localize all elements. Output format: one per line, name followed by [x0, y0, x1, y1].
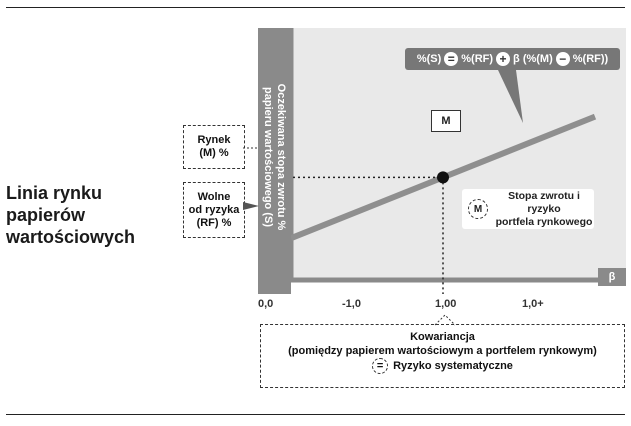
covariance-pointer [434, 314, 456, 326]
x-tick-1: -1,0 [342, 298, 361, 310]
equals-icon: = [444, 52, 459, 66]
formula-pointer [498, 70, 523, 123]
plot-background [291, 28, 626, 280]
market-portfolio-point [437, 171, 449, 184]
page-title: Linia rynku papierów wartościowych [6, 183, 136, 247]
covariance-title: Kowariancja [410, 331, 475, 343]
market-point-label: M [431, 110, 461, 132]
y-axis-label: Oczekiwana stopa zwrotu % papieru wartoś… [262, 83, 287, 231]
plus-icon: + [496, 52, 511, 66]
formula-term1: %(RF) [461, 53, 494, 65]
formula-term2: β (%(M) [513, 53, 553, 65]
y-axis-label-band [258, 28, 291, 294]
equals-icon: = [372, 358, 389, 374]
bottom-rule [6, 414, 625, 415]
beta-axis-label: β [598, 268, 626, 286]
covariance-desc: (pomiędzy papierem wartościowym a portfe… [288, 345, 597, 357]
market-portfolio-note-text: Stopa zwrotu i ryzyko portfela rynkowego [495, 189, 593, 228]
covariance-box: Kowariancja (pomiędzy papierem wartościo… [260, 324, 625, 388]
market-symbol-icon: M [468, 199, 488, 219]
market-portfolio-note: M Stopa zwrotu i ryzyko portfela rynkowe… [462, 189, 594, 229]
minus-icon: − [555, 52, 570, 66]
market-return-box: Rynek (M) % [183, 125, 245, 169]
x-tick-2: 1,00 [435, 298, 457, 310]
side-connectors [243, 147, 259, 210]
risk-free-box: Wolne od ryzyka (RF) % [183, 182, 245, 238]
formula-term3: %(RF)) [572, 53, 609, 65]
formula-lhs: %(S) [416, 53, 442, 65]
systematic-risk-label: Ryzyko systematyczne [393, 360, 513, 372]
sml-formula: %(S) = %(RF) + β (%(M) − %(RF)) [405, 48, 620, 70]
top-rule [6, 7, 625, 8]
x-tick-3: 1,0+ [522, 298, 544, 310]
chart-area [258, 28, 626, 294]
x-tick-0: 0,0 [258, 298, 274, 310]
